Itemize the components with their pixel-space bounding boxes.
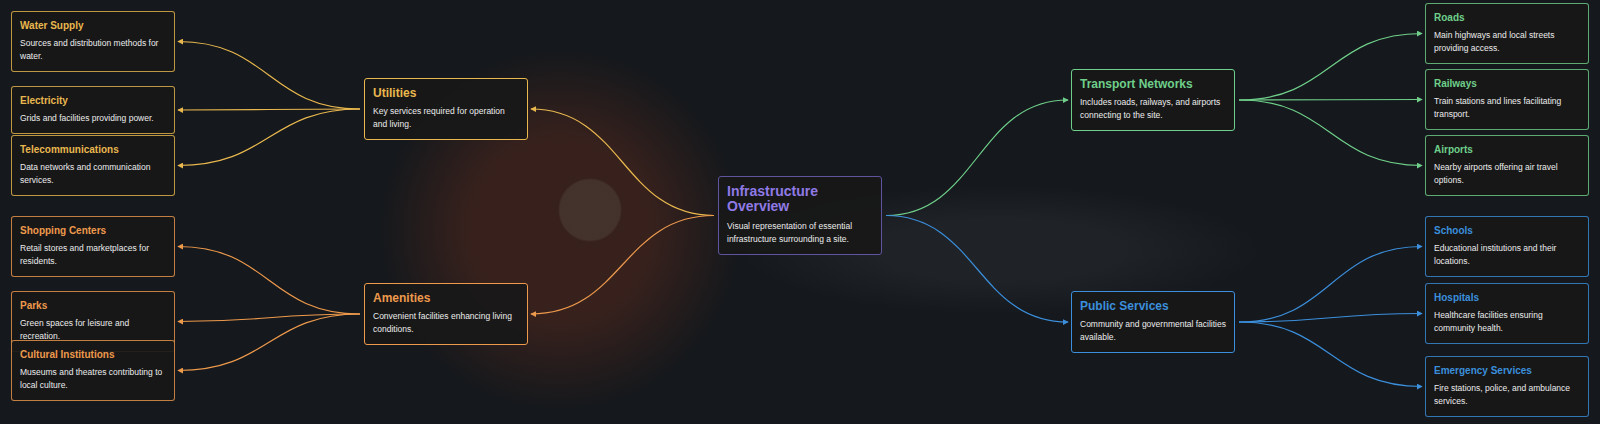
branch-connector: [1239, 322, 1422, 387]
node-title: Shopping Centers: [20, 224, 166, 237]
branch-connector: [1239, 247, 1422, 323]
branch-connector: [178, 109, 360, 166]
leaf-box: RailwaysTrain stations and lines facilit…: [1425, 69, 1589, 130]
branch-connector: [1239, 34, 1422, 101]
leaf-box: ElectricityGrids and facilities providin…: [11, 86, 175, 134]
node-description: Healthcare facilities ensuring community…: [1434, 309, 1580, 335]
node-description: Museums and theatres contributing to loc…: [20, 366, 166, 392]
branch-connector: [531, 109, 714, 216]
leaf-box: Shopping CentersRetail stores and market…: [11, 216, 175, 277]
node-title: Public Services: [1080, 299, 1226, 314]
node-description: Educational institutions and their locat…: [1434, 242, 1580, 268]
branch-connector: [886, 100, 1068, 216]
node-title: Parks: [20, 299, 166, 312]
category-box: Public ServicesCommunity and governmenta…: [1071, 291, 1235, 353]
branch-connector: [886, 216, 1068, 323]
category-box: Transport NetworksIncludes roads, railwa…: [1071, 69, 1235, 131]
node-title: Water Supply: [20, 19, 166, 32]
node-description: Includes roads, railways, and airports c…: [1080, 96, 1226, 122]
node-description: Data networks and communication services…: [20, 161, 166, 187]
leaf-box: SchoolsEducational institutions and thei…: [1425, 216, 1589, 277]
node-description: Convenient facilities enhancing living c…: [373, 310, 519, 336]
node-description: Retail stores and marketplaces for resid…: [20, 242, 166, 268]
node-title: Emergency Services: [1434, 364, 1580, 377]
branch-connector: [178, 247, 360, 315]
node-description: Community and governmental facilities av…: [1080, 318, 1226, 344]
node-title: Hospitals: [1434, 291, 1580, 304]
node-description: Key services required for operation and …: [373, 105, 519, 131]
leaf-box: HospitalsHealthcare facilities ensuring …: [1425, 283, 1589, 344]
leaf-box: AirportsNearby airports offering air tra…: [1425, 135, 1589, 196]
node-description: Train stations and lines facilitating tr…: [1434, 95, 1580, 121]
node-description: Nearby airports offering air travel opti…: [1434, 161, 1580, 187]
node-description: Grids and facilities providing power.: [20, 112, 166, 125]
node-title: Cultural Institutions: [20, 348, 166, 361]
node-title: Airports: [1434, 143, 1580, 156]
leaf-box: Cultural InstitutionsMuseums and theatre…: [11, 340, 175, 401]
branch-connector: [178, 314, 360, 371]
node-description: Visual representation of essential infra…: [727, 220, 873, 246]
node-title: Telecommunications: [20, 143, 166, 156]
branch-connector: [1239, 314, 1422, 323]
node-title: Amenities: [373, 291, 519, 306]
category-box: AmenitiesConvenient facilities enhancing…: [364, 283, 528, 345]
category-box: UtilitiesKey services required for opera…: [364, 78, 528, 140]
leaf-box: RoadsMain highways and local streets pro…: [1425, 3, 1589, 64]
branch-connector: [1239, 99, 1422, 101]
node-title: Transport Networks: [1080, 77, 1226, 92]
node-title: Schools: [1434, 224, 1580, 237]
node-title: Roads: [1434, 11, 1580, 24]
node-description: Fire stations, police, and ambulance ser…: [1434, 382, 1580, 408]
node-description: Sources and distribution methods for wat…: [20, 37, 166, 63]
branch-connector: [178, 314, 360, 322]
node-title: Infrastructure Overview: [727, 184, 873, 214]
branch-connector: [531, 216, 714, 315]
leaf-box: Emergency ServicesFire stations, police,…: [1425, 356, 1589, 417]
branch-connector: [178, 109, 360, 110]
branch-connector: [178, 42, 360, 110]
leaf-box: TelecommunicationsData networks and comm…: [11, 135, 175, 196]
root-box: Infrastructure OverviewVisual representa…: [718, 176, 882, 255]
branch-connector: [1239, 100, 1422, 166]
node-title: Railways: [1434, 77, 1580, 90]
node-description: Main highways and local streets providin…: [1434, 29, 1580, 55]
leaf-box: Water SupplySources and distribution met…: [11, 11, 175, 72]
node-title: Utilities: [373, 86, 519, 101]
node-title: Electricity: [20, 94, 166, 107]
